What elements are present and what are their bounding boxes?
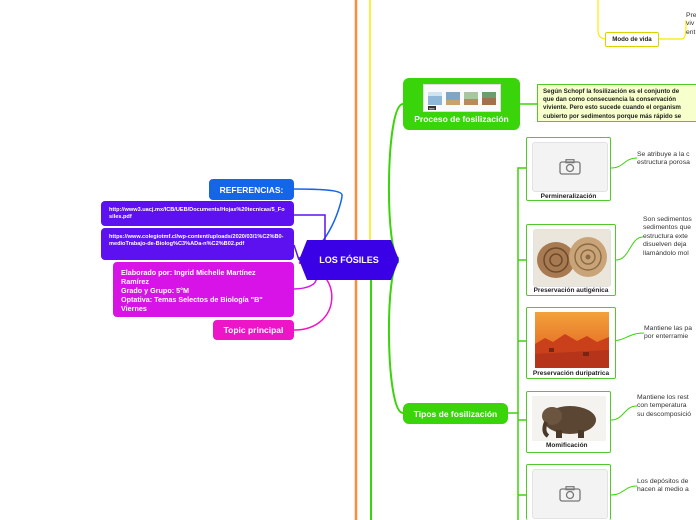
definition-box[interactable]: Según Schopf la fosilización es el conju… xyxy=(537,84,696,122)
author-info-node[interactable]: Elaborado por: Ingrid Michelle Martínez … xyxy=(113,262,294,317)
type-card-5[interactable] xyxy=(526,464,611,520)
author-line: Optativa: Temas Selectos de Biología "B" xyxy=(121,295,263,304)
ammonite-fossils-image xyxy=(533,229,611,287)
type-card-permineralizacion[interactable]: Permineralización xyxy=(526,137,611,201)
type-caption: Momificación xyxy=(546,442,588,449)
type-card-autigenica[interactable]: Preservación autigénica xyxy=(526,224,616,296)
type-desc: Los depósitos de hacen al medio a xyxy=(637,478,689,494)
proceso-label: Proceso de fosilización xyxy=(414,114,509,124)
tipos-fosilizacion-node[interactable]: Tipos de fosilización xyxy=(403,403,508,424)
red-desert-image xyxy=(535,312,609,368)
reference-link-1[interactable]: http://www3.uacj.mx/ICB/UEB/Documents/Ho… xyxy=(101,201,294,226)
type-caption: Permineralización xyxy=(540,193,597,200)
image-label: tms xyxy=(429,106,435,110)
central-topic[interactable]: LOS FÓSILES xyxy=(299,240,399,280)
type-desc: Son sedimentos sedimentos que estructura… xyxy=(643,216,692,257)
author-line: Ramírez xyxy=(121,277,149,286)
type-card-momificacion[interactable]: Momificación xyxy=(526,391,611,453)
modo-de-vida-desc: Pre viv ent xyxy=(686,12,696,36)
type-desc: Mantiene los rest con temperatura su des… xyxy=(637,394,692,418)
type-caption: Preservación autigénica xyxy=(533,287,609,294)
type-desc: Mantiene las pa por enterramie xyxy=(644,325,692,341)
proceso-fosilizacion-node[interactable]: tms Proceso de fosilización xyxy=(403,78,520,130)
author-line: Grado y Grupo: 5°M xyxy=(121,286,189,295)
mummified-mammoth-image xyxy=(532,396,606,441)
references-title[interactable]: REFERENCIAS: xyxy=(209,179,294,200)
modo-de-vida-node[interactable]: Modo de vida xyxy=(605,32,659,47)
type-caption: Preservación duripatrica xyxy=(532,370,610,377)
type-desc: Se atribuye a la c estructura porosa xyxy=(637,151,690,167)
topic-principal-node[interactable]: Topic principal xyxy=(213,320,294,340)
camera-placeholder-icon xyxy=(532,469,608,519)
reference-link-2[interactable]: https://www.colegiotmf.cl/wp-content/upl… xyxy=(101,228,294,260)
author-line: Elaborado por: Ingrid Michelle Martínez xyxy=(121,268,256,277)
type-card-duripatrica[interactable]: Preservación duripatrica xyxy=(526,307,616,379)
author-line: Viernes xyxy=(121,304,147,313)
camera-placeholder-icon xyxy=(532,142,608,192)
rock-layers-image: tms xyxy=(423,84,501,112)
